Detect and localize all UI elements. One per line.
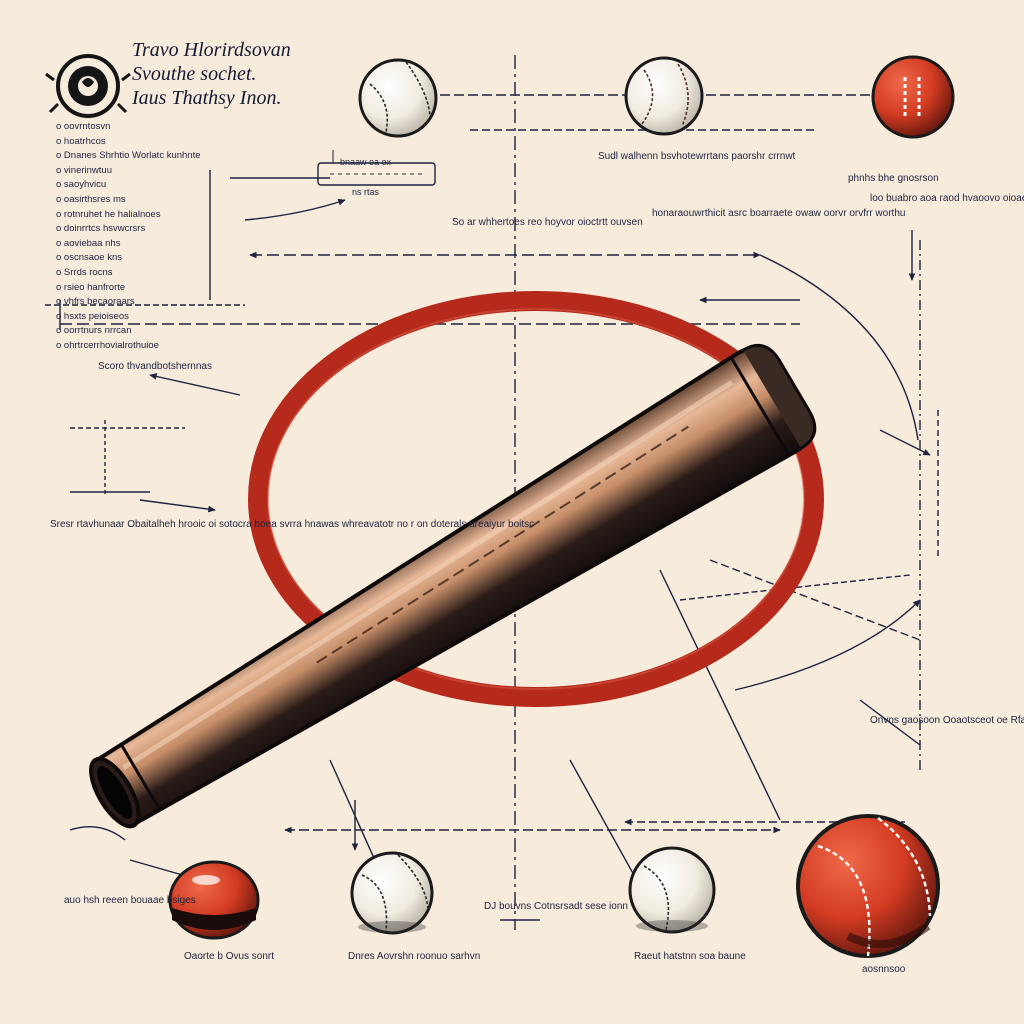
legend-item: o oovrntosvn xyxy=(56,121,111,132)
top-mid-note: Sudl walhenn bsvhotewrrtans paorshr crrn… xyxy=(598,151,796,162)
legend-item: o Dnanes Shrhtio Worlatc kunhnte xyxy=(56,150,201,162)
legend-item: o oscnsaoe kns xyxy=(56,252,123,264)
bottom-ball-1-label: Oaorte b Ovus sonrt xyxy=(184,951,275,962)
legend-item: o oasirthsres ms xyxy=(56,193,126,205)
legend-item: o hoatrhcos xyxy=(56,135,106,147)
bottom-center-note: DJ bouvns Cotnsrsadt sese ionn xyxy=(484,901,628,912)
legend-item: o aoviebaa nhs xyxy=(56,237,121,249)
baseball-icon xyxy=(358,58,438,138)
red-ball-icon xyxy=(168,860,260,940)
baseball-icon xyxy=(628,846,716,934)
baseball-icon xyxy=(350,851,434,935)
legend-item: o Srrds rocns xyxy=(56,266,113,278)
legend-item: o rotnruhet he halialnoes xyxy=(56,208,161,220)
mid-left-arrow-label: Scoro thvandbotshernnas xyxy=(98,361,212,372)
measurement-box xyxy=(317,150,436,186)
bottom-ball-2-label: Dnres Aovrshn roonuo sarhvn xyxy=(348,951,481,962)
emblem-icon xyxy=(45,54,131,118)
legend-item: o vinerinwtuu xyxy=(56,164,112,176)
legend-item: o saoyhvicu xyxy=(56,179,107,191)
title-line: Iaus Thathsy Inon. xyxy=(132,87,282,109)
legend-item: o rsieo hanfrorte xyxy=(56,281,126,293)
legend-item: o hsxts peioiseos xyxy=(56,310,129,322)
construction-lines xyxy=(45,55,939,930)
legend-item: o oorrtnurs nrrcan xyxy=(56,325,132,337)
legend-item: o doinrrtcs hsvwcrsrs xyxy=(56,223,146,235)
legend-item: o vhfrs becaoraars xyxy=(56,296,135,308)
baseball-icon xyxy=(624,56,704,136)
bottom-right-label: aosnnsoo xyxy=(862,964,906,975)
right-lower-note: Onvns gaosoon Ooaotsceot oe Rfae isreron xyxy=(870,715,1024,726)
top-right-center-note: honaraouwrthicit asrc boarraete owaw oor… xyxy=(652,208,906,219)
title-line: Svouthe sochet. xyxy=(132,63,257,85)
bottom-left-side-note: auo hsh reeen bouaae bsiges xyxy=(64,895,196,906)
legend-list: o oovrntosvn o hoatrhcos o Dnanes Shrhti… xyxy=(56,120,201,354)
top-right-subnote: loo buabro aoa raod hvaoovo oioaes xyxy=(870,193,1024,204)
target-ring xyxy=(248,291,824,707)
top-center-note: So ar whhertoes reo hoyvor oioctrtt ouvs… xyxy=(452,217,643,228)
box-sublabel: ns rtas xyxy=(352,187,380,197)
top-right-note: phnhs bhe gnosrson xyxy=(848,173,939,184)
baseball-bat-icon xyxy=(89,343,817,829)
mid-left-side-note: Sresr rtavhunaar Obaitalheh hrooic oi so… xyxy=(50,519,535,530)
legend-item: o ohrtrcerrhovialrothuioe xyxy=(56,339,159,351)
title-line: Travo Hlorirdsovan xyxy=(132,39,291,61)
red-ball-icon xyxy=(871,55,955,139)
bottom-ball-3-label: Raeut hatstnn soa baune xyxy=(634,951,746,962)
diagram-title: Travo Hlorirdsovan Svouthe sochet. Iaus … xyxy=(132,38,291,110)
box-label: bnaaw oa ox xyxy=(340,157,392,167)
red-ball-icon xyxy=(796,814,940,958)
